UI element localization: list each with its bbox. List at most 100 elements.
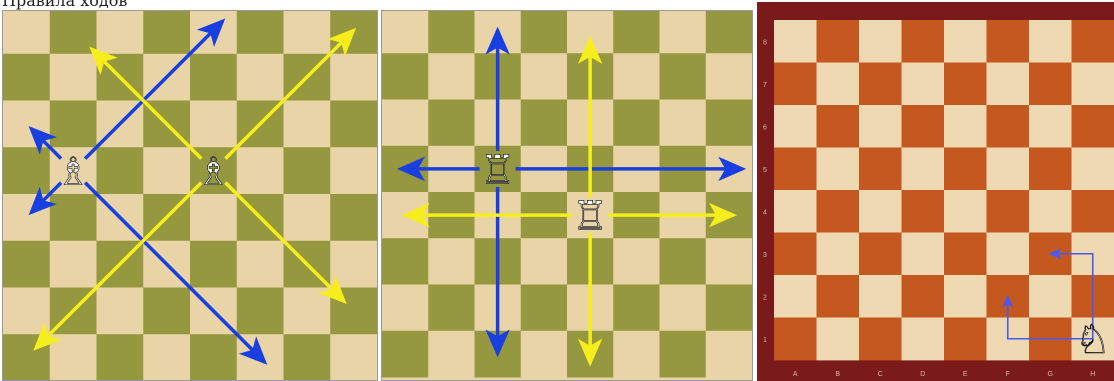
board-square-e3 [944,233,987,276]
board-square-g2 [660,285,707,332]
board-square-c2 [859,275,902,318]
board-square-b4 [50,194,97,241]
white-knight: ♘ [1075,317,1111,363]
board-square-e7 [190,54,237,101]
board-square-d6 [902,105,945,148]
rank-label-4: 4 [763,209,767,216]
board-square-a5 [774,148,817,191]
board-square-a5 [3,147,50,194]
board-square-d8 [902,20,945,63]
board-square-d2 [902,275,945,318]
board-square-d1 [902,318,945,361]
board-square-b3 [50,241,97,288]
board-square-h8 [1072,20,1114,63]
board-square-e4 [944,190,987,233]
board-square-e4 [190,194,237,241]
board-square-a6 [774,105,817,148]
board-square-a7 [382,53,429,100]
board-square-e1 [944,318,987,361]
board-square-a8 [382,11,429,54]
board-square-a1 [774,318,817,361]
board-square-b8 [50,11,97,54]
board-square-g4 [284,194,331,241]
board-square-b8 [428,11,475,54]
white-bishop-2: ♗ [196,149,230,193]
board-square-h7 [706,53,752,100]
board-square-f2 [613,285,660,332]
file-label-B: B [835,371,840,378]
white-rook-1: ♖ [480,147,516,193]
board-square-d6 [521,100,568,147]
board-square-f3 [237,241,284,288]
file-label-F: F [1006,371,1010,378]
board-square-d7 [902,63,945,106]
board-square-b7 [428,53,475,100]
board-square-h4 [1072,190,1114,233]
board-square-g6 [1029,105,1072,148]
board-square-b2 [817,275,860,318]
board-square-c1 [859,318,902,361]
board-square-g2 [1029,275,1072,318]
board-square-f4 [987,190,1030,233]
board-square-g8 [660,11,707,54]
board-square-g3 [660,238,707,285]
board-square-c4 [859,190,902,233]
board-square-b7 [50,54,97,101]
board-square-c5 [97,147,144,194]
board-square-c6 [859,105,902,148]
board-square-h7 [1072,63,1114,106]
board-square-g2 [284,288,331,335]
board-square-a2 [774,275,817,318]
wooden-board: 87654321ABCDEFGH♘ [757,2,1114,381]
board-square-f6 [613,100,660,147]
board-square-a3 [382,238,429,285]
board-square-d2 [143,288,190,335]
board-square-a8 [774,20,817,63]
board-square-a2 [3,288,50,335]
board-square-f7 [613,53,660,100]
board-square-g8 [1029,20,1072,63]
board-square-d5 [143,147,190,194]
board-square-c5 [859,148,902,191]
white-bishop-1: ♗ [56,149,90,193]
board-square-g7 [660,53,707,100]
board-square-b6 [50,101,97,148]
board-square-d1 [143,334,190,380]
board-square-f8 [237,11,284,54]
board-square-e5 [944,148,987,191]
rank-label-1: 1 [763,337,767,344]
board-square-c7 [859,63,902,106]
board-square-a7 [3,54,50,101]
rook-board: ♖♖ [382,11,752,380]
board-square-d3 [902,233,945,276]
board-square-b5 [817,148,860,191]
board-square-d2 [521,285,568,332]
board-square-a4 [774,190,817,233]
board-square-d8 [143,11,190,54]
board-square-a3 [3,241,50,288]
board-square-f7 [987,63,1030,106]
board-square-g8 [284,11,331,54]
board-square-e1 [190,334,237,380]
board-square-g1 [284,334,331,380]
board-square-d4 [902,190,945,233]
board-square-g5 [284,147,331,194]
rank-label-3: 3 [763,252,767,259]
board-square-e7 [944,63,987,106]
board-square-f2 [237,288,284,335]
bishop-board: ♗♗ [3,11,377,380]
board-square-e8 [944,20,987,63]
board-square-e3 [190,241,237,288]
board-square-b6 [817,105,860,148]
board-square-g4 [1029,190,1072,233]
board-square-e6 [944,105,987,148]
file-label-H: H [1090,371,1095,378]
board-square-b2 [428,285,475,332]
file-label-E: E [963,371,968,378]
board-square-f7 [237,54,284,101]
board-square-f6 [987,105,1030,148]
board-square-h3 [706,238,752,285]
rank-label-6: 6 [763,124,767,131]
board-square-a2 [382,285,429,332]
board-square-b3 [428,238,475,285]
